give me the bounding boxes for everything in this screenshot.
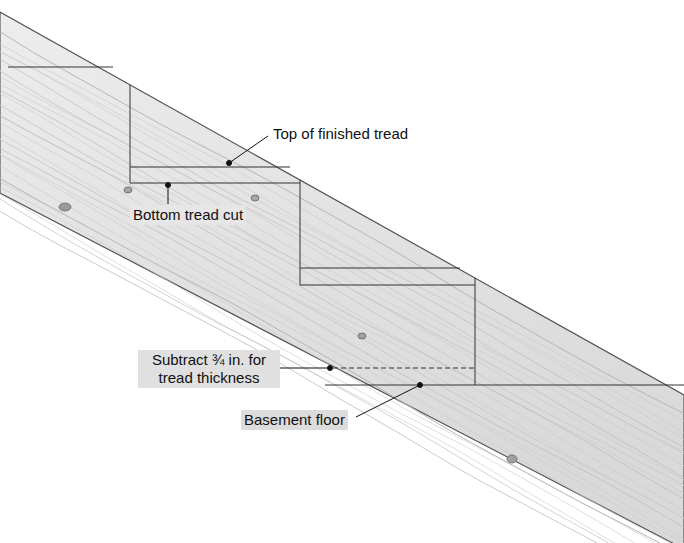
bottom-tread-cut-line — [300, 285, 475, 286]
grain-stroke — [0, 48, 684, 456]
leader-dot — [166, 183, 171, 188]
callout-label: Basement floor — [241, 410, 348, 430]
callout-label: Top of finished tread — [270, 124, 411, 144]
grain-stroke — [0, 144, 684, 543]
grain-stroke — [0, 183, 684, 543]
wood-grain — [0, 19, 684, 543]
leader-dot — [418, 383, 423, 388]
grain-stroke — [0, 199, 684, 543]
bottom-tread-cut-line — [130, 183, 300, 184]
grain-stroke — [0, 33, 684, 431]
grain-stroke — [0, 111, 684, 519]
layout-lines — [8, 67, 684, 385]
grain-stroke — [0, 138, 684, 537]
grain-stroke — [0, 42, 684, 443]
knot — [507, 455, 517, 463]
grain-stroke — [0, 167, 684, 543]
grain-stroke — [0, 105, 684, 508]
riser-line — [300, 180, 301, 285]
grain-stroke — [0, 104, 684, 502]
knot — [358, 333, 366, 339]
callout-label: Bottom tread cut — [130, 205, 246, 225]
grain-stroke — [0, 186, 684, 543]
grain-stroke — [0, 143, 684, 543]
grain-stroke — [0, 94, 684, 494]
leader-line — [229, 136, 268, 163]
riser-line — [475, 278, 476, 385]
knot — [59, 203, 71, 211]
leader-dot — [328, 366, 333, 371]
grain-stroke — [0, 65, 684, 463]
knot — [251, 195, 259, 201]
grain-stroke — [0, 73, 684, 475]
grain-stroke — [0, 128, 684, 527]
grain-stroke — [0, 121, 684, 527]
floor-line — [325, 385, 684, 386]
leader-dot — [227, 161, 232, 166]
grain-stroke — [0, 172, 684, 543]
grain-stroke — [0, 82, 684, 489]
finished-tread-line — [300, 268, 460, 269]
tread-line — [8, 67, 113, 68]
grain-stroke — [0, 153, 684, 543]
knot — [124, 187, 132, 193]
leader-line — [356, 385, 420, 417]
leader-line — [276, 368, 330, 369]
grain-stroke — [0, 178, 684, 543]
callout-label: Subtract ¾ in. for tread thickness — [138, 350, 280, 388]
grain-stroke — [0, 19, 684, 421]
finished-tread-line — [130, 167, 290, 168]
tread-thickness-line — [333, 368, 475, 369]
wood-knots — [59, 187, 517, 463]
riser-line — [130, 85, 131, 183]
